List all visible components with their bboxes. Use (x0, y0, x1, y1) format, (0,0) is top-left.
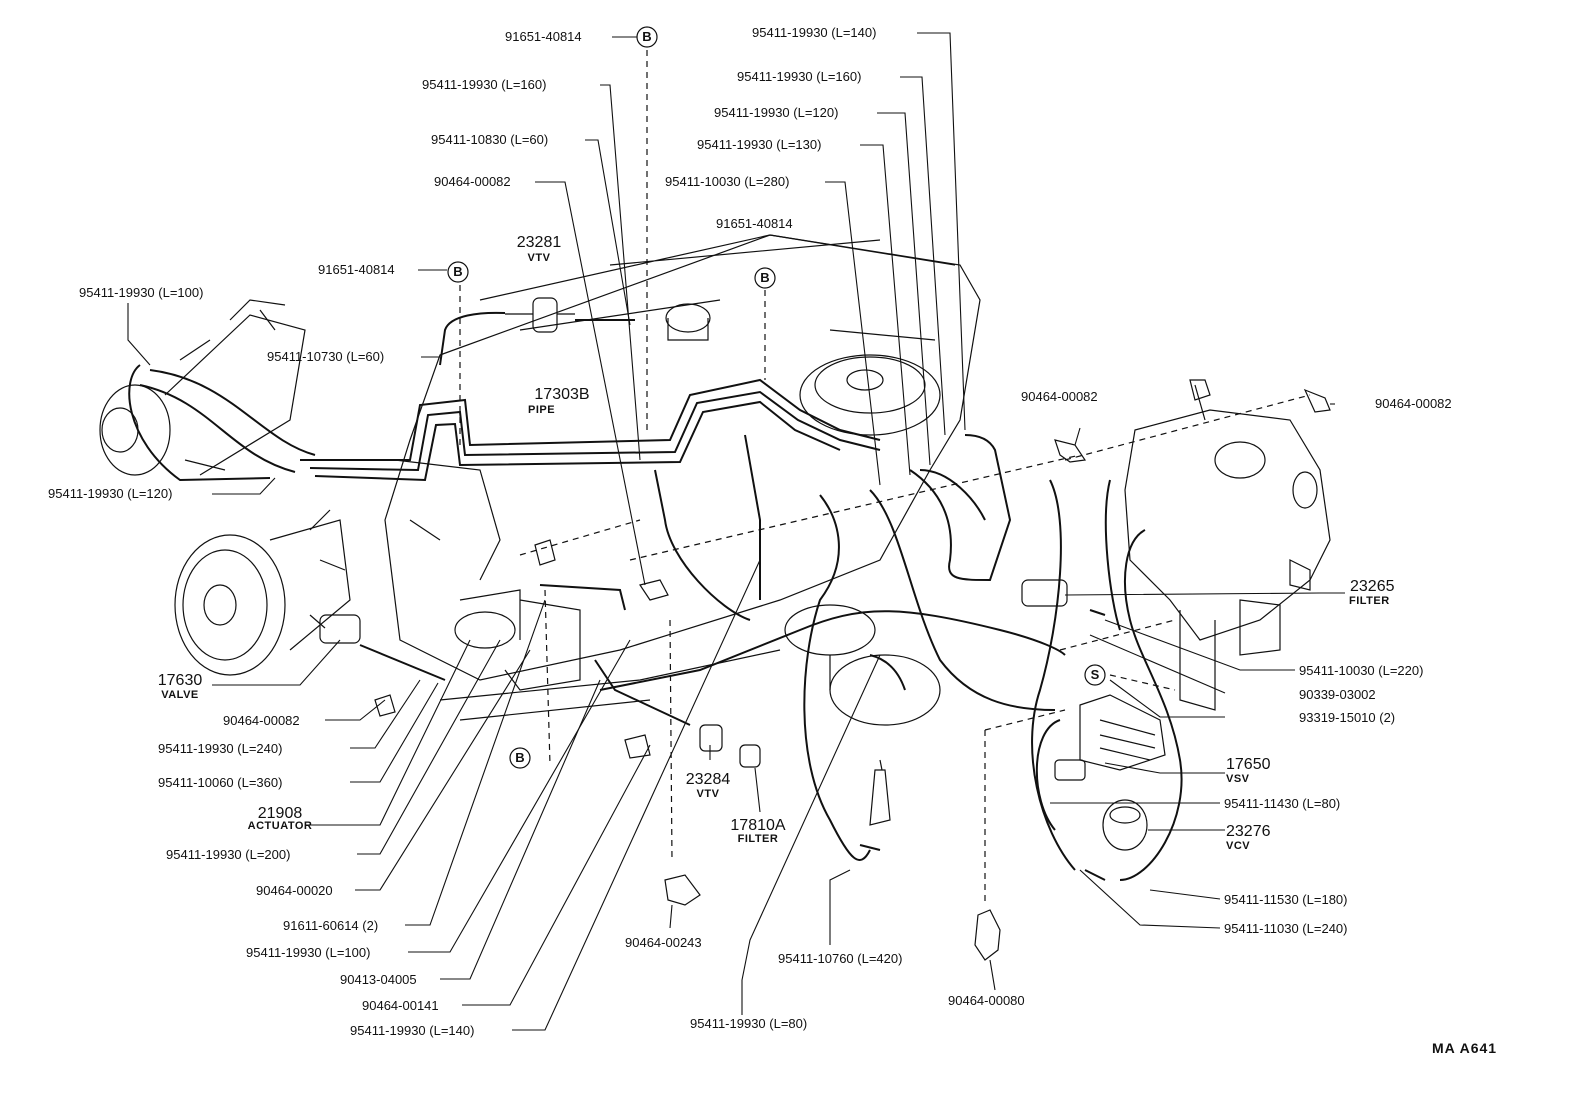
drawing-code: MA A641 (1432, 1040, 1498, 1056)
components (309, 297, 1166, 851)
part-17650-number: 17650 (1226, 756, 1271, 773)
callout-90464-00243: 90464-00243 (625, 935, 702, 950)
callout-95411-10030-l280: 95411-10030 (L=280) (665, 174, 790, 189)
callout-90464-00020: 90464-00020 (256, 883, 333, 898)
injection-pump (1124, 379, 1331, 711)
callout-95411-19930-l140-bottom: 95411-19930 (L=140) (350, 1023, 475, 1038)
callout-95411-11430-l80: 95411-11430 (L=80) (1224, 796, 1341, 811)
pulley (174, 509, 351, 676)
callout-95411-10830-l60: 95411-10830 (L=60) (431, 132, 549, 147)
callout-90464-00080: 90464-00080 (948, 993, 1025, 1008)
part-23281-number: 23281 (516, 234, 562, 251)
part-17303b-number: 17303B (534, 386, 590, 403)
callout-95411-19930-l160-b: 95411-19930 (L=160) (737, 69, 862, 84)
callout-95411-10760-l420: 95411-10760 (L=420) (778, 951, 903, 966)
marker-b-top: B (642, 29, 652, 44)
part-23284-number: 23284 (685, 771, 731, 788)
callout-95411-11030-l240: 95411-11030 (L=240) (1224, 921, 1348, 936)
callout-91651-40814-top: 91651-40814 (505, 29, 582, 44)
callout-91651-40814-left: 91651-40814 (318, 262, 395, 277)
callout-90464-00082-b: 90464-00082 (1021, 389, 1098, 404)
part-23265-number: 23265 (1350, 578, 1395, 595)
distributor (99, 299, 306, 476)
callout-95411-11530-l180: 95411-11530 (L=180) (1224, 892, 1348, 907)
callout-90339-03002: 90339-03002 (1299, 687, 1376, 702)
callout-95411-10030-l220: 95411-10030 (L=220) (1299, 663, 1424, 678)
hoses (128, 311, 1183, 881)
marker-b-bottom: B (515, 750, 525, 765)
part-17630-name: VALVE (161, 689, 199, 701)
callout-95411-19930-l240: 95411-19930 (L=240) (158, 741, 283, 756)
callout-95411-19930-l130: 95411-19930 (L=130) (697, 137, 822, 152)
part-17810a-number: 17810A (730, 817, 786, 834)
callout-95411-19930-l200: 95411-19930 (L=200) (166, 847, 291, 862)
marker-b-left: B (453, 264, 463, 279)
callout-95411-19930-l160-a: 95411-19930 (L=160) (422, 77, 547, 92)
callout-95411-19930-l120-a: 95411-19930 (L=120) (714, 105, 839, 120)
part-17630-number: 17630 (157, 672, 203, 689)
marker-b-mid: B (760, 270, 770, 285)
part-17303b-name: PIPE (528, 404, 556, 416)
callout-90464-00082-c: 90464-00082 (1375, 396, 1452, 411)
part-21908-number: 21908 (257, 805, 303, 822)
callout-91611-60614: 91611-60614 (2) (283, 918, 379, 933)
callout-95411-19930-l100-a: 95411-19930 (L=100) (79, 285, 204, 300)
callout-90464-00082-a: 90464-00082 (434, 174, 511, 189)
engine-body (384, 234, 981, 721)
callout-90464-00141: 90464-00141 (362, 998, 439, 1013)
part-21908-name: ACTUATOR (247, 820, 313, 832)
callout-91651-40814-mid: 91651-40814 (716, 216, 793, 231)
part-23265-name: FILTER (1349, 595, 1390, 607)
part-17810a-name: FILTER (737, 833, 779, 845)
callout-93319-15010: 93319-15010 (2) (1299, 710, 1396, 725)
dashed-refs (459, 50, 1311, 905)
part-23284-name: VTV (696, 788, 720, 800)
callout-95411-19930-l80: 95411-19930 (L=80) (690, 1016, 808, 1031)
part-23276-name: VCV (1226, 840, 1251, 852)
callout-95411-19930-l120-b: 95411-19930 (L=120) (48, 486, 173, 501)
callout-95411-19930-l140-top: 95411-19930 (L=140) (752, 25, 877, 40)
callout-90413-04005: 90413-04005 (340, 972, 417, 987)
pipe-bundle (300, 378, 881, 482)
callout-95411-10730-l60: 95411-10730 (L=60) (267, 349, 385, 364)
marker-s: S (1090, 667, 1100, 682)
callout-95411-10060-l360: 95411-10060 (L=360) (158, 775, 283, 790)
part-17650-name: VSV (1226, 773, 1250, 785)
callout-95411-19930-l100-b: 95411-19930 (L=100) (246, 945, 371, 960)
part-23281-name: VTV (527, 252, 551, 264)
callout-90464-00082-d: 90464-00082 (223, 713, 300, 728)
hose-clips (374, 388, 1331, 961)
part-23276-number: 23276 (1226, 823, 1271, 840)
markers (447, 26, 1106, 769)
leader-lines (127, 32, 1345, 1031)
